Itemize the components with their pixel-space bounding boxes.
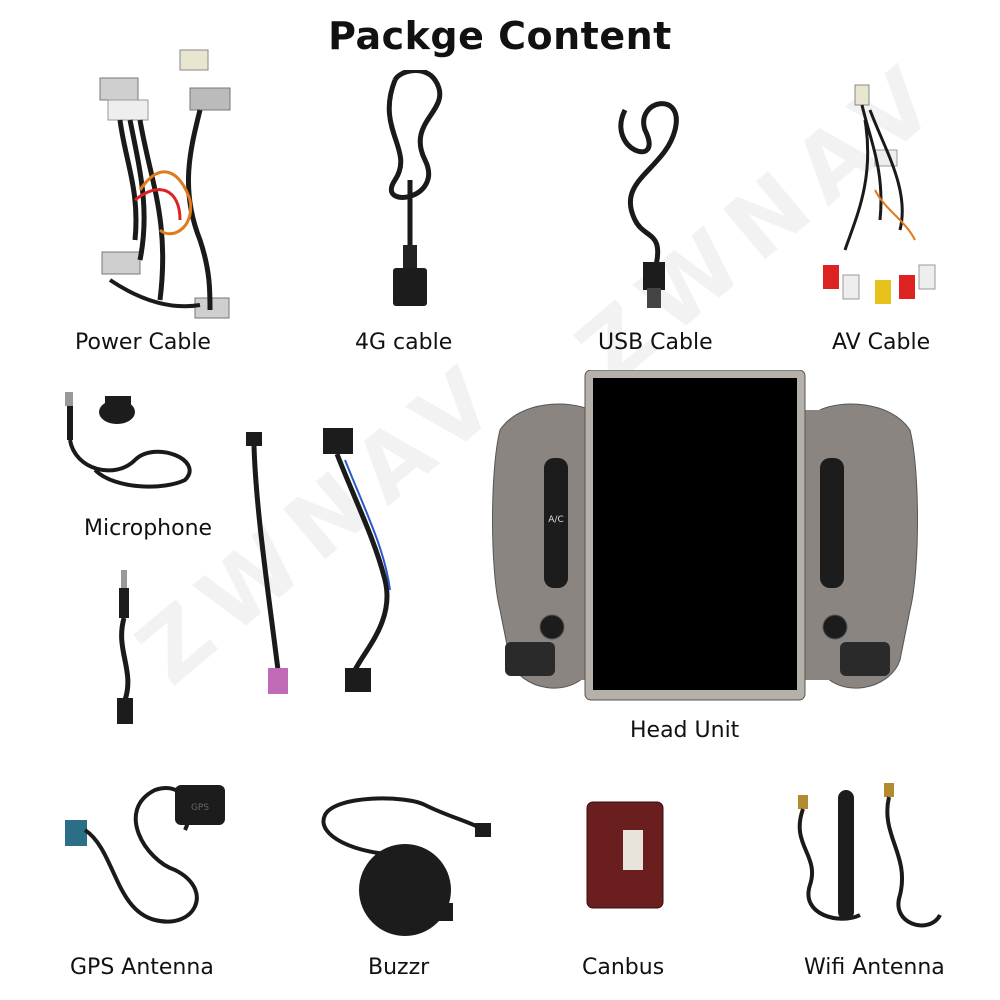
aux-cable-image (95, 570, 155, 730)
head-unit-image: A/C (480, 370, 930, 715)
harness-cable-image (315, 420, 410, 700)
microphone-image (55, 390, 210, 490)
4g-cable-image (365, 70, 475, 315)
wifi-antenna-image (780, 775, 960, 945)
extension-cable-image (238, 430, 318, 700)
wifi-antenna-label: Wifi Antenna (804, 955, 945, 980)
page-title: Packge Content (328, 14, 672, 58)
buzzr-label: Buzzr (368, 955, 430, 980)
av-cable-label: AV Cable (832, 330, 931, 355)
4g-cable-label: 4G cable (355, 330, 453, 355)
ac-button-text: A/C (548, 515, 563, 525)
power-cable-image (80, 40, 260, 330)
microphone-label: Microphone (84, 516, 213, 541)
gps-antenna-label: GPS Antenna (70, 955, 214, 980)
av-cable-image (815, 80, 945, 310)
gps-antenna-image: GPS (55, 770, 235, 945)
canbus-label: Canbus (582, 955, 665, 980)
usb-cable-image (605, 90, 700, 315)
usb-cable-label: USB Cable (598, 330, 713, 355)
power-cable-label: Power Cable (75, 330, 211, 355)
buzzr-image (315, 795, 495, 945)
canbus-image (585, 800, 665, 910)
head-unit-label: Head Unit (630, 718, 740, 743)
gps-module-text: GPS (191, 803, 209, 813)
